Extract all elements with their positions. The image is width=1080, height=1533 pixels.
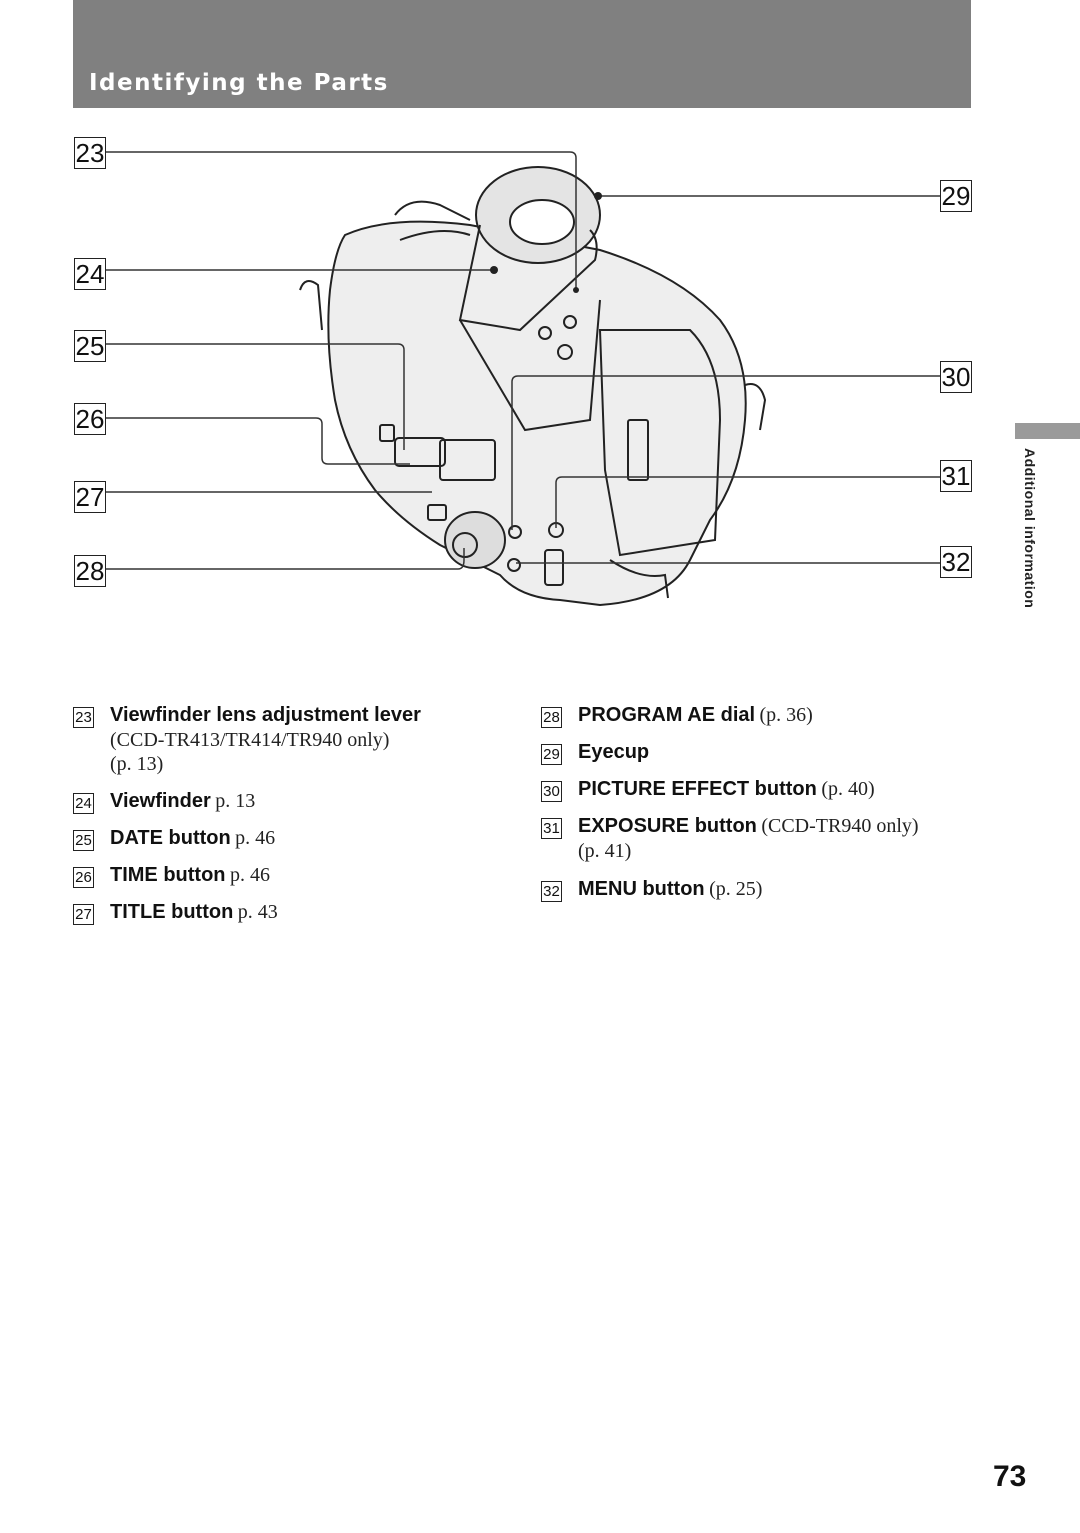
list-item: 28 PROGRAM AE dial (p. 36) <box>541 704 971 728</box>
parts-list-left: 23 Viewfinder lens adjustment lever (CCD… <box>73 704 493 938</box>
list-item: 30 PICTURE EFFECT button (p. 40) <box>541 778 971 802</box>
side-tab-label: Additional information <box>1022 448 1038 609</box>
callout-25: 25 <box>74 330 106 362</box>
page-number: 73 <box>993 1460 1027 1493</box>
item-number: 23 <box>73 707 94 728</box>
item-label: PICTURE EFFECT button <box>578 778 817 800</box>
item-label: DATE button <box>110 827 231 849</box>
callout-29: 29 <box>940 180 972 212</box>
list-item: 23 Viewfinder lens adjustment lever (CCD… <box>73 704 493 776</box>
callout-23: 23 <box>74 137 106 169</box>
item-number: 24 <box>73 793 94 814</box>
item-page-ref: p. 13 <box>215 790 256 812</box>
item-label: Viewfinder <box>110 790 211 812</box>
list-item: 32 MENU button (p. 25) <box>541 878 971 902</box>
item-page-ref: p. 46 <box>235 827 276 849</box>
callout-24: 24 <box>74 258 106 290</box>
item-page-ref: p. 43 <box>237 901 278 923</box>
item-note: (CCD-TR413/TR414/TR940 only) <box>110 729 390 751</box>
parts-list-right: 28 PROGRAM AE dial (p. 36) 29 Eyecup 30 … <box>541 704 971 915</box>
side-thumb-tab <box>1015 423 1080 439</box>
item-number: 26 <box>73 867 94 888</box>
item-label: PROGRAM AE dial <box>578 704 756 726</box>
item-number: 27 <box>73 904 94 925</box>
leader-lines <box>106 151 944 570</box>
item-label: MENU button <box>578 878 705 900</box>
item-number: 32 <box>541 881 562 902</box>
list-item: 24 Viewfinder p. 13 <box>73 790 493 814</box>
callout-32: 32 <box>940 546 972 578</box>
list-item: 29 Eyecup <box>541 741 971 765</box>
list-item: 26 TIME button p. 46 <box>73 864 493 888</box>
section-header-bar: Identifying the Parts <box>73 0 971 108</box>
item-label: Viewfinder lens adjustment lever <box>110 704 421 726</box>
callout-28: 28 <box>74 555 106 587</box>
item-number: 25 <box>73 830 94 851</box>
callout-26: 26 <box>74 403 106 435</box>
item-note: (p. 41) <box>578 840 632 862</box>
item-label: TIME button <box>110 864 226 886</box>
leader-dots <box>490 192 602 293</box>
item-label: EXPOSURE button <box>578 815 757 837</box>
list-item: 31 EXPOSURE button (CCD-TR940 only) (p. … <box>541 815 971 864</box>
callout-27: 27 <box>74 481 106 513</box>
camcorder-illustration <box>106 151 944 607</box>
camcorder-body-drawing <box>299 166 767 607</box>
item-number: 31 <box>541 818 562 839</box>
callout-30: 30 <box>940 361 972 393</box>
section-title: Identifying the Parts <box>89 70 389 96</box>
item-page-ref: (p. 13) <box>110 753 164 775</box>
item-page-ref: (CCD-TR940 only) <box>761 815 919 837</box>
item-page-ref: p. 46 <box>229 864 270 886</box>
list-item: 25 DATE button p. 46 <box>73 827 493 851</box>
item-number: 29 <box>541 744 562 765</box>
item-page-ref: (p. 25) <box>709 878 763 900</box>
list-item: 27 TITLE button p. 43 <box>73 901 493 925</box>
item-label: Eyecup <box>578 741 650 763</box>
callout-31: 31 <box>940 460 972 492</box>
item-page-ref: (p. 36) <box>759 704 813 726</box>
item-page-ref: (p. 40) <box>821 778 875 800</box>
item-label: TITLE button <box>110 901 234 923</box>
item-number: 30 <box>541 781 562 802</box>
item-number: 28 <box>541 707 562 728</box>
